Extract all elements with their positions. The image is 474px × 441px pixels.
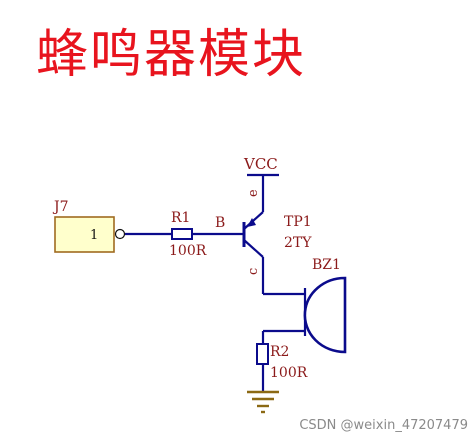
transistor-type: 2TY [284,235,312,251]
transistor-ref: TP1 [284,214,312,230]
transistor-tp1 [242,211,264,258]
connector-j7 [54,216,115,253]
r2-value: 100R [270,365,308,381]
connector-ref: J7 [52,199,69,215]
watermark: CSDN @weixin_47207479 [299,418,468,433]
connector-pin-label: 1 [90,228,98,243]
collector-pin-label: c [246,268,261,275]
connector-pin-circle [114,228,126,240]
buzzer-bz1 [303,276,347,354]
ground-icon [247,390,279,414]
r1-ref: R1 [171,210,190,226]
base-label: B [215,215,225,231]
buzzer-ref: BZ1 [312,257,341,273]
emitter-pin-label: e [246,189,261,197]
page-title: 蜂鸣器模块 [36,25,306,85]
vcc-label: VCC [243,155,278,173]
resistor-r1 [171,228,193,240]
r1-value: 100R [169,243,207,259]
resistor-r2 [256,343,269,365]
r2-ref: R2 [270,344,289,360]
